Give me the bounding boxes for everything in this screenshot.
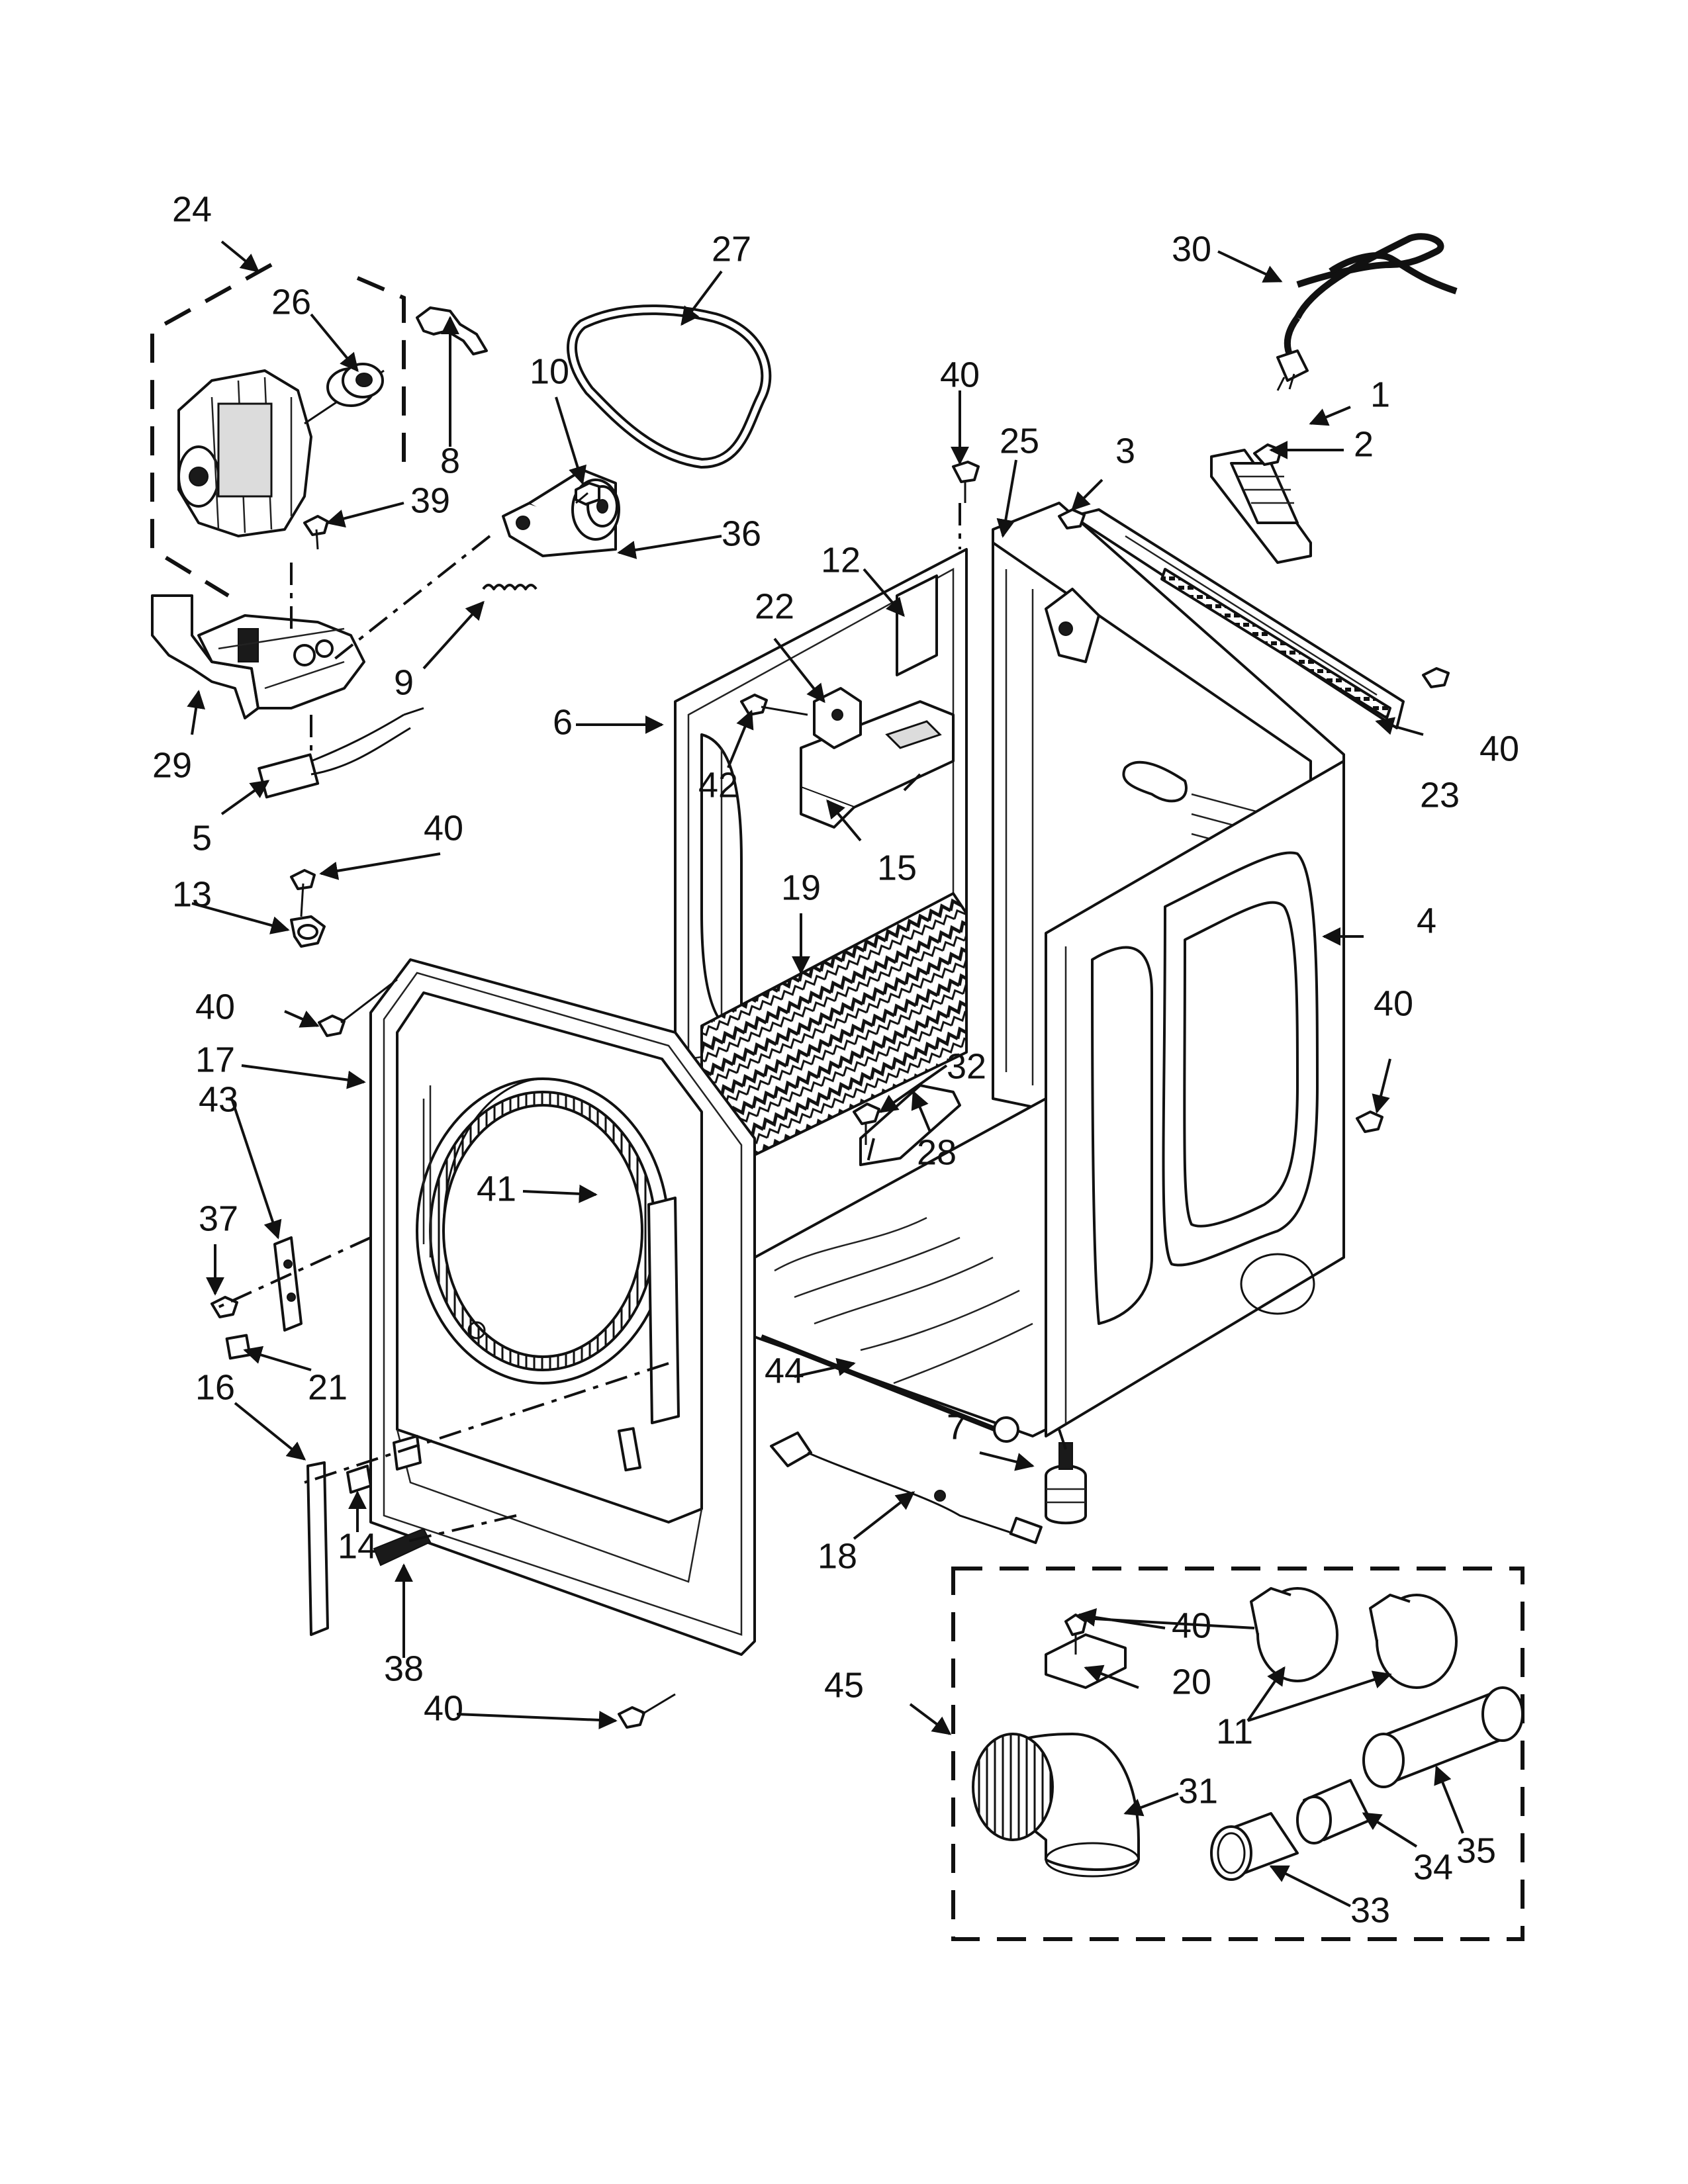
callout-8: 8 — [440, 441, 460, 480]
switch-plate — [273, 1236, 303, 1332]
callout-14: 14 — [338, 1526, 377, 1566]
callout-labels: 1 2 3 4 5 6 7 8 9 10 11 12 13 14 15 16 1… — [152, 189, 1519, 1930]
callout-28: 28 — [917, 1132, 957, 1172]
callout-38: 38 — [384, 1649, 424, 1688]
door-seal — [442, 1077, 543, 1232]
idler-spring — [482, 584, 538, 590]
screw-32 — [853, 1103, 880, 1145]
callout-40-d: 40 — [195, 987, 235, 1026]
harness-18 — [770, 1432, 1043, 1545]
vent-kit-box — [951, 1567, 1524, 1941]
motor-harness — [258, 707, 424, 799]
callout-36: 36 — [722, 514, 761, 553]
screw-10 — [575, 482, 600, 506]
screw-3 — [1058, 508, 1086, 529]
callout-40-f: 40 — [1172, 1606, 1211, 1645]
vent-pipe-35 — [1362, 1686, 1524, 1788]
callout-6: 6 — [553, 702, 573, 742]
callout-12: 12 — [821, 540, 861, 580]
callout-7: 7 — [947, 1407, 966, 1447]
callout-26: 26 — [271, 282, 311, 322]
leveling-foot — [1045, 1442, 1087, 1525]
screw-40-front — [318, 978, 398, 1037]
label-14 — [346, 1435, 422, 1494]
callout-37: 37 — [199, 1199, 238, 1238]
callout-20: 20 — [1172, 1662, 1211, 1702]
terminal-block — [1210, 449, 1312, 564]
clamp-13 — [290, 869, 326, 948]
callout-27: 27 — [712, 229, 751, 269]
callout-33: 33 — [1350, 1890, 1390, 1930]
screw-2 — [1253, 443, 1282, 466]
clip-21 — [225, 1334, 252, 1360]
callout-13: 13 — [172, 874, 212, 914]
callout-39: 39 — [410, 480, 450, 520]
callout-9: 9 — [394, 662, 414, 702]
callout-11: 11 — [1216, 1711, 1253, 1751]
screw-40-bottom — [618, 1693, 676, 1729]
callout-3: 3 — [1115, 431, 1135, 471]
vent-sleeve-33 — [1210, 1812, 1299, 1881]
right-side-panel — [1045, 760, 1345, 1437]
callout-41: 41 — [477, 1169, 516, 1208]
idler-pulley — [502, 469, 620, 557]
callout-2: 2 — [1354, 424, 1374, 464]
callout-5: 5 — [192, 818, 212, 858]
callout-40-e: 40 — [1374, 983, 1413, 1023]
callout-16: 16 — [195, 1367, 235, 1407]
vent-elbow — [972, 1733, 1140, 1878]
callout-22: 22 — [755, 586, 794, 626]
wiring-label — [896, 574, 938, 676]
screw-39 — [303, 515, 329, 550]
callout-42: 42 — [698, 765, 738, 805]
callout-30: 30 — [1172, 229, 1211, 269]
drive-belt — [567, 304, 772, 469]
motor-assembly — [150, 263, 406, 598]
callout-40-c: 40 — [424, 808, 463, 848]
screw-37 — [211, 1296, 238, 1318]
vent-coupling-34 — [1296, 1779, 1372, 1844]
sensor-22 — [813, 687, 862, 749]
callout-40-g: 40 — [424, 1688, 463, 1728]
power-cord — [1276, 233, 1458, 391]
callout-18: 18 — [818, 1536, 857, 1576]
callout-10: 10 — [530, 351, 569, 391]
vent-cap-right — [1369, 1594, 1458, 1689]
callout-17: 17 — [195, 1040, 235, 1079]
screw-40-right — [1356, 1111, 1383, 1133]
callout-1: 1 — [1370, 375, 1390, 414]
callout-43: 43 — [199, 1079, 238, 1119]
callout-25: 25 — [1000, 421, 1039, 461]
drive-pulley — [326, 363, 384, 407]
screw-40-rear — [1422, 667, 1450, 688]
callout-15: 15 — [877, 848, 917, 887]
callout-32: 32 — [947, 1046, 986, 1086]
callout-35: 35 — [1456, 1831, 1496, 1870]
motor-clip — [416, 306, 488, 355]
callout-45: 45 — [824, 1665, 864, 1705]
screw-40-top — [952, 461, 980, 503]
callout-40-b: 40 — [1479, 729, 1519, 768]
callout-31: 31 — [1178, 1771, 1218, 1811]
callout-4: 4 — [1417, 901, 1436, 940]
vent-cap-left — [1250, 1587, 1338, 1682]
callout-40-a: 40 — [940, 355, 980, 394]
callout-19: 19 — [781, 868, 821, 907]
callout-44: 44 — [765, 1351, 804, 1390]
callout-23: 23 — [1420, 775, 1460, 815]
trim-16 — [306, 1461, 329, 1636]
vent-hood-pieces — [1045, 1614, 1127, 1689]
motor-mount — [151, 594, 365, 719]
callout-34: 34 — [1413, 1847, 1453, 1887]
callout-24: 24 — [172, 189, 212, 229]
front-panel — [369, 958, 756, 1656]
callout-29: 29 — [152, 745, 192, 785]
callout-21: 21 — [308, 1367, 348, 1407]
leader-lines — [187, 240, 1464, 1907]
